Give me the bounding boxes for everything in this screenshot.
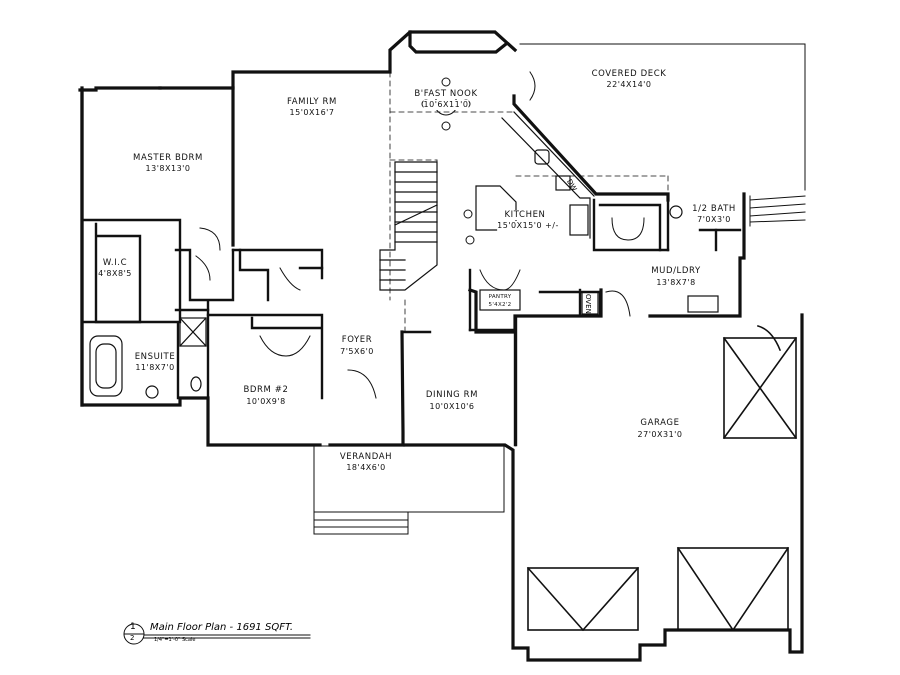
kitchen-label: KITCHEN (504, 210, 546, 220)
garage-dims: 27'0X31'0 (637, 430, 683, 439)
dining-rm-dims: 10'0X10'6 (429, 402, 475, 411)
verandah (313, 445, 505, 535)
family-rm-dims: 15'0X16'7 (289, 108, 335, 117)
ensuite-dims: 11'8X7'0 (135, 363, 175, 373)
title-block-frame (123, 623, 311, 645)
stair (379, 161, 438, 291)
exterior-walls (78, 30, 804, 662)
bfast-nook-dims: 10'6X11'0 (423, 100, 469, 110)
title-sheet: 2 (130, 634, 135, 642)
ensuite-label: ENSUITE (134, 352, 176, 362)
master-bdrm-dims: 13'8X13'0 (145, 164, 191, 173)
foyer-label: FOYER (341, 335, 373, 345)
garage-doors (526, 325, 798, 632)
pantry-label: PANTRY (488, 294, 512, 301)
covered-deck-label: COVERED DECK (591, 69, 667, 79)
pantry-dims: 5'4X2'2 (488, 302, 512, 309)
bath-fixtures (89, 205, 719, 399)
covered-deck (519, 43, 806, 227)
half-bath-dims: 7'0X3'0 (697, 215, 731, 225)
bdrm2-dims: 10'0X9'8 (246, 397, 286, 406)
foyer-dims: 7'5X6'0 (340, 347, 374, 356)
kitchen-dims: 15'0X15'0 +/- (497, 221, 559, 231)
oven-label: OVEN (584, 294, 592, 314)
plan-scale: 1/4"=1'-0" Scale (154, 637, 196, 643)
dining-rm-label: DINING RM (425, 390, 479, 400)
interior-walls (80, 198, 742, 447)
plan-title: Main Floor Plan - 1691 SQFT. (150, 622, 294, 633)
doors (195, 71, 645, 399)
master-bdrm-label: MASTER BDRM (133, 153, 203, 163)
half-bath-label: 1/2 BATH (692, 204, 736, 214)
verandah-dims: 18'4X6'0 (346, 463, 386, 473)
wic-dims: 4'8X8'5 (98, 269, 132, 279)
garage-label: GARAGE (640, 418, 680, 428)
title-number: 1 (130, 622, 136, 632)
verandah-label: VERANDAH (339, 452, 393, 462)
family-rm-label: FAMILY RM (287, 97, 337, 107)
wic-label: W.I.C (102, 258, 128, 268)
bdrm2-label: BDRM #2 (243, 385, 289, 395)
mud-ldry-label: MUD/LDRY (651, 266, 701, 276)
mud-ldry-dims: 13'8X7'8 (656, 278, 696, 287)
title-block: 1 2 Main Floor Plan - 1691 SQFT. 1/4"=1'… (120, 612, 330, 650)
bfast-nook-label: B'FAST NOOK (414, 89, 478, 99)
covered-deck-dims: 22'4X14'0 (606, 80, 652, 89)
